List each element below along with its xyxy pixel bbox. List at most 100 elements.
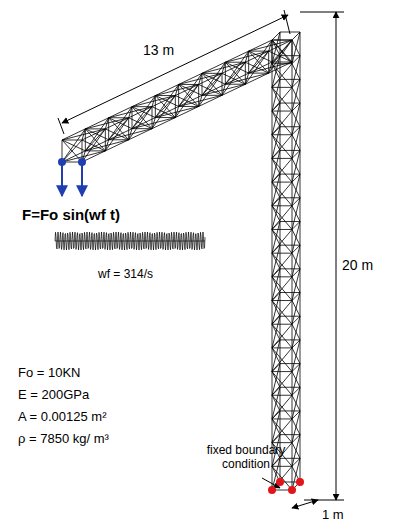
truss-member — [272, 395, 273, 419]
truss-member — [155, 96, 175, 118]
truss-member — [292, 348, 293, 372]
truss-member — [272, 276, 292, 277]
truss-member — [152, 96, 175, 129]
truss-member — [280, 387, 300, 388]
truss-member — [272, 40, 273, 64]
dimension-label: 20 m — [342, 257, 373, 273]
truss-member — [272, 40, 292, 62]
truss-member — [105, 118, 128, 151]
truss-member — [272, 87, 292, 88]
truss-member — [300, 127, 301, 151]
truss-member — [300, 364, 301, 388]
truss-member — [202, 73, 203, 95]
truss-member — [108, 118, 109, 140]
truss-member — [292, 40, 293, 64]
truss-member — [272, 111, 273, 135]
truss-member — [152, 118, 175, 129]
truss-member — [249, 51, 269, 73]
truss-member — [222, 84, 245, 95]
dimension-label: 1 m — [322, 508, 344, 523]
truss-member — [249, 40, 272, 73]
truss-member — [132, 128, 152, 129]
truss-member — [272, 111, 292, 112]
truss-member — [62, 129, 85, 162]
truss-member — [272, 40, 292, 41]
truss-member — [300, 269, 301, 293]
truss-member — [292, 253, 293, 277]
truss-member — [245, 62, 268, 73]
truss-member — [300, 316, 301, 340]
truss-member — [272, 40, 273, 62]
truss-member — [292, 277, 293, 301]
truss-member — [300, 221, 301, 245]
truss-member — [245, 73, 268, 84]
truss-member — [280, 245, 300, 246]
truss-member — [222, 73, 245, 84]
truss-member — [280, 292, 300, 293]
truss-member — [202, 95, 222, 96]
truss-member — [155, 117, 175, 118]
truss-member — [85, 128, 105, 129]
truss-member — [280, 340, 281, 364]
dimension-line — [292, 500, 318, 508]
truss-member — [105, 129, 128, 140]
truss-member — [272, 135, 273, 159]
truss-member — [179, 73, 202, 106]
truss-member — [292, 443, 293, 467]
truss-member — [292, 182, 293, 206]
truss-member — [202, 62, 225, 95]
truss-member — [280, 150, 300, 151]
truss-member — [225, 62, 226, 84]
truss-member — [245, 51, 268, 84]
truss-member — [109, 139, 129, 140]
truss-member — [202, 73, 222, 74]
truss-member — [292, 87, 293, 111]
truss-member — [175, 96, 176, 118]
truss-member — [280, 174, 300, 175]
truss-member — [132, 106, 152, 107]
dimension-line — [58, 10, 290, 134]
truss-member — [292, 229, 293, 253]
truss-member — [225, 62, 245, 63]
truss-member — [269, 51, 292, 62]
truss-member — [62, 140, 82, 162]
truss-member — [249, 73, 269, 74]
truss-member — [105, 140, 128, 151]
truss-member — [272, 182, 273, 206]
truss-member — [300, 245, 301, 269]
truss-member — [280, 174, 281, 198]
dimension-label: 13 m — [143, 42, 174, 58]
truss-member — [129, 118, 152, 129]
truss-member — [280, 126, 300, 127]
truss-member — [300, 198, 301, 222]
truss-member — [280, 434, 300, 435]
truss-member — [152, 107, 153, 129]
truss-member — [109, 107, 132, 140]
truss-member — [280, 364, 281, 388]
truss-member — [152, 107, 175, 118]
truss-member — [225, 62, 245, 84]
truss-member — [109, 118, 129, 140]
truss-member — [292, 395, 293, 419]
truss-member — [292, 135, 293, 159]
truss-member — [300, 340, 301, 364]
truss-member — [300, 150, 301, 174]
truss-member — [280, 245, 281, 269]
truss-member — [272, 229, 273, 253]
truss-member — [272, 371, 292, 372]
truss-member — [105, 129, 106, 151]
truss-member — [155, 96, 175, 118]
truss-member — [292, 301, 293, 325]
truss-member — [300, 435, 301, 459]
truss-member — [280, 221, 281, 245]
truss-member — [269, 40, 292, 73]
truss-member — [280, 387, 281, 411]
truss-member — [272, 347, 292, 348]
truss-member — [202, 73, 222, 95]
truss-member — [272, 418, 292, 419]
truss-member — [280, 79, 300, 80]
truss-member — [300, 32, 301, 56]
truss-member — [179, 84, 199, 85]
truss-member — [280, 198, 281, 222]
